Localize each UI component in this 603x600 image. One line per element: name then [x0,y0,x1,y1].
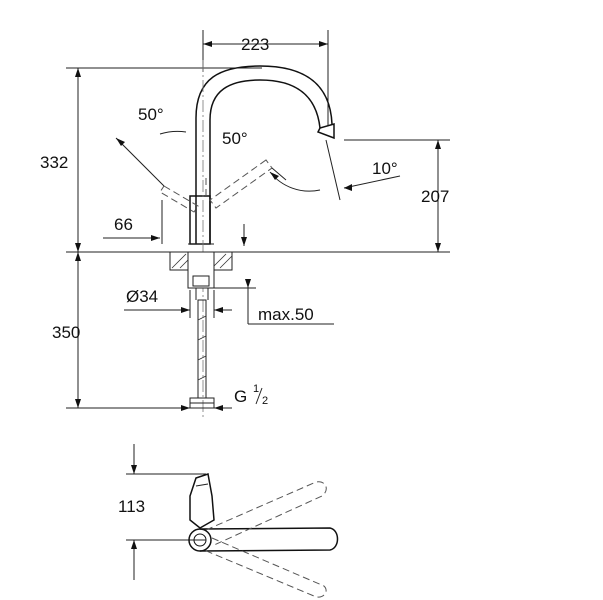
thread-base-label: G [234,387,247,406]
thread-denominator-label: 2 [262,395,268,407]
dim-66-label: 66 [114,215,133,234]
faucet-top-view: 113 [118,444,339,598]
angle-50-right-label: 50° [222,129,248,148]
thread-numerator-label: 1 [253,383,259,395]
dim-223-label: 223 [241,35,269,54]
dim-max50-label: max.50 [258,305,314,324]
dim-332-group: 332 [40,67,262,252]
angle-10-label: 10° [372,159,398,178]
dim-diameter-label: Ø34 [126,287,158,306]
mounting-group [169,251,233,409]
dim-diameter-group: Ø34 [124,287,232,318]
angle-50-left-label: 50° [138,105,164,124]
dim-66-group: 66 [103,200,247,246]
dim-223-group: 223 [202,30,329,125]
angle-50-right-group: 50° [222,129,321,192]
angle-10-group: 10° [325,139,401,201]
angle-50-left-group: 50° [115,105,187,187]
dim-207-group: 207 [344,139,450,252]
dim-350-label: 350 [52,323,80,342]
dim-350-group: 350 [52,252,232,411]
dim-max50-group: max.50 [214,279,334,325]
dim-113-label: 113 [118,497,145,516]
dim-207-label: 207 [421,187,449,206]
dim-332-label: 332 [40,153,68,172]
thread-label-group: G 1 2 [234,383,268,407]
faucet-side-view [159,60,335,420]
